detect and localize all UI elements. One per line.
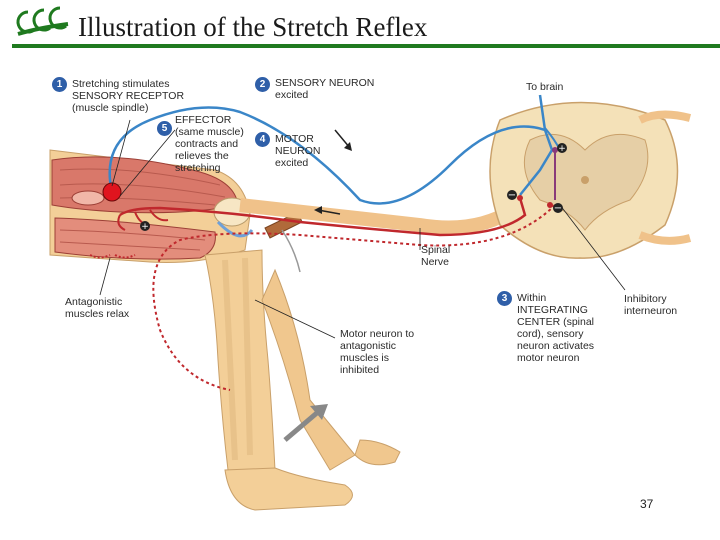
page-number: 37 <box>640 497 654 511</box>
step-1-label: Stretching stimulates SENSORY RECEPTOR (… <box>72 78 185 114</box>
inhibited-motor-neuron-path <box>152 204 556 391</box>
inhibitory-interneuron-label: Inhibitory interneuron <box>624 293 678 317</box>
step-2-label: SENSORY NEURON excited <box>275 77 375 101</box>
svg-text:+: + <box>141 222 149 232</box>
step-2-badge: 2 <box>255 77 270 92</box>
step-4-badge: 4 <box>255 132 270 147</box>
svg-text:−: − <box>508 190 516 201</box>
title-underline <box>12 44 720 48</box>
minus-sign-icon: − <box>507 190 517 201</box>
motor-neuron-antagonistic-label: Motor neuron to antagonistic muscles is … <box>340 328 415 376</box>
to-brain-label: To brain <box>526 81 564 93</box>
plus-sign-icon: + <box>557 143 567 154</box>
spinal-nerve-label: Spinal Nerve <box>421 244 451 268</box>
step-4-label: MOTOR NEURON excited <box>275 133 321 169</box>
minus-sign-icon: − <box>553 203 563 214</box>
plus-sign-icon: + <box>140 221 150 232</box>
red-circle-receptor-icon <box>102 182 122 202</box>
lower-leg <box>204 249 276 471</box>
step-5-label: EFFECTOR (same muscle) contracts and rel… <box>175 114 244 174</box>
sensory-neuron-path <box>108 106 554 205</box>
antagonistic-muscles-label: Antagonistic muscles relax <box>65 296 130 320</box>
spinal-nerve <box>239 198 525 235</box>
step-3-label: Within INTEGRATING CENTER (spinal cord),… <box>517 292 595 364</box>
svg-text:+: + <box>558 144 566 154</box>
step-1-badge: 1 <box>52 77 67 92</box>
foot <box>224 467 353 511</box>
step-5-badge: 5 <box>157 121 172 136</box>
green-spiral-logo-icon <box>16 6 69 36</box>
step-3-badge: 3 <box>497 291 512 306</box>
slide-title: Illustration of the Stretch Reflex <box>78 12 428 42</box>
motor-neuron-path <box>119 197 527 237</box>
svg-text:−: − <box>554 203 562 214</box>
muscle-spindle <box>71 190 105 206</box>
